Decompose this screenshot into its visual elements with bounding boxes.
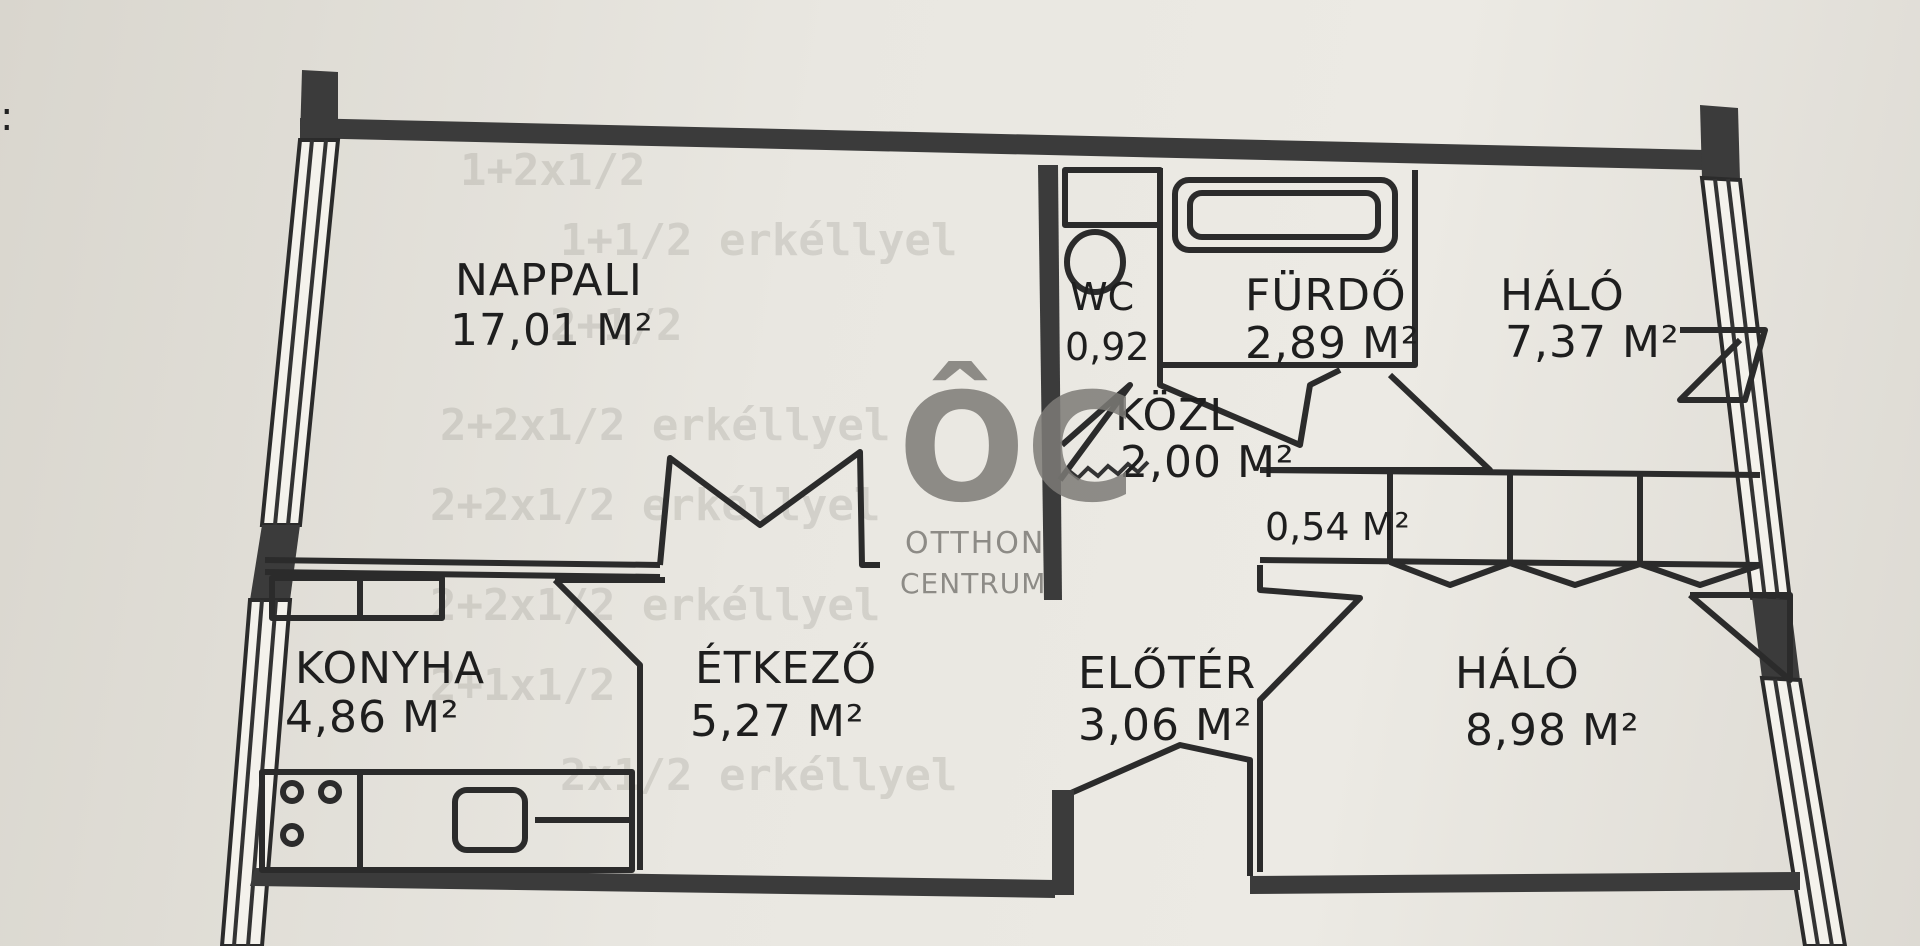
label-wc-area: 0,92 [1065, 325, 1150, 369]
wall-bathroom [1157, 168, 1418, 368]
door-living [657, 449, 880, 568]
bottom-wall-left [250, 868, 1055, 898]
wall-entrance-pier [1052, 790, 1074, 895]
ghost-line-8: 2x1/2 erkéllyel [560, 750, 957, 801]
edge-mark: : [0, 94, 13, 140]
window-living [259, 138, 341, 527]
watermark-mark: ÔC [898, 361, 1136, 536]
label-etkezo-name: ÉTKEZŐ [695, 641, 877, 694]
ghost-line-7: 2+1x1/2 [430, 660, 615, 711]
door-bedroom-bottom [1257, 565, 1363, 872]
label-konyha-name: KONYHA [295, 643, 485, 694]
bottom-wall-right [1250, 872, 1800, 894]
label-etkezo-area: 5,27 M² [690, 696, 865, 747]
bathtub [1172, 177, 1398, 253]
label-eloter-area: 3,06 M² [1078, 700, 1253, 751]
label-halo-bottom-name: HÁLÓ [1455, 646, 1580, 699]
label-nappali-area: 17,01 M² [450, 305, 654, 356]
label-halo-bottom-area: 8,98 M² [1465, 705, 1640, 756]
interior-walls [264, 165, 1793, 895]
stove-burner [280, 780, 304, 804]
label-furdo-name: FÜRDŐ [1245, 268, 1407, 321]
door-entrance [1053, 742, 1253, 876]
window-flap-bottom [1688, 592, 1793, 683]
stove-burner [318, 780, 342, 804]
door-bathroom [1157, 365, 1342, 448]
label-nappali-name: NAPPALI [455, 255, 643, 306]
watermark-line1: OTTHON [905, 526, 1045, 561]
ghost-line-1: 1+2x1/2 [460, 145, 645, 196]
label-wc-name: WC [1070, 275, 1134, 319]
label-konyha-area: 4,86 M² [285, 692, 460, 743]
kitchen-fixtures [259, 575, 635, 873]
stove-burner [280, 823, 304, 847]
right-wall-top-pier [1700, 105, 1740, 180]
ghost-line-2: 1+1/2 erkéllyel [560, 215, 957, 266]
wall-kitchen-dining [552, 577, 643, 870]
label-eloter-name: ELŐTÉR [1078, 646, 1256, 699]
bleed-through-text: 1+2x1/2 1+1/2 erkéllyel 2+1/2 2+2x1/2 er… [430, 145, 957, 801]
ghost-line-6: 2+2x1/2 erkéllyel [430, 580, 880, 631]
label-kozl-area: 2,00 M² [1120, 437, 1295, 488]
label-halo-top-name: HÁLÓ [1500, 268, 1625, 321]
watermark-line2: CENTRUM [900, 567, 1046, 600]
kitchen-sink [452, 787, 528, 853]
ghost-line-4: 2+2x1/2 erkéllyel [440, 400, 890, 451]
door-wc [1057, 382, 1133, 482]
window-bedroom-bottom [1759, 675, 1848, 946]
label-furdo-area: 2,89 M² [1245, 318, 1420, 369]
label-storage-area: 0,54 M² [1265, 505, 1410, 549]
window-flap-top [1677, 327, 1768, 403]
top-wall [300, 118, 1705, 170]
label-halo-top-area: 7,37 M² [1505, 317, 1680, 368]
watermark-logo: ÔC OTTHON CENTRUM [898, 361, 1136, 600]
left-wall-top-pier [300, 70, 338, 140]
wall-wc-living [1038, 165, 1062, 600]
ghost-line-3: 2+1/2 [550, 300, 682, 351]
room-labels: NAPPALI 17,01 M² WC 0,92 FÜRDŐ 2,89 M² H… [285, 255, 1680, 756]
wc-cistern [1062, 167, 1163, 228]
label-kozl-name: KÖZL [1115, 389, 1235, 441]
wc-bowl [1064, 229, 1126, 295]
wall-living-kitchen [264, 557, 661, 568]
